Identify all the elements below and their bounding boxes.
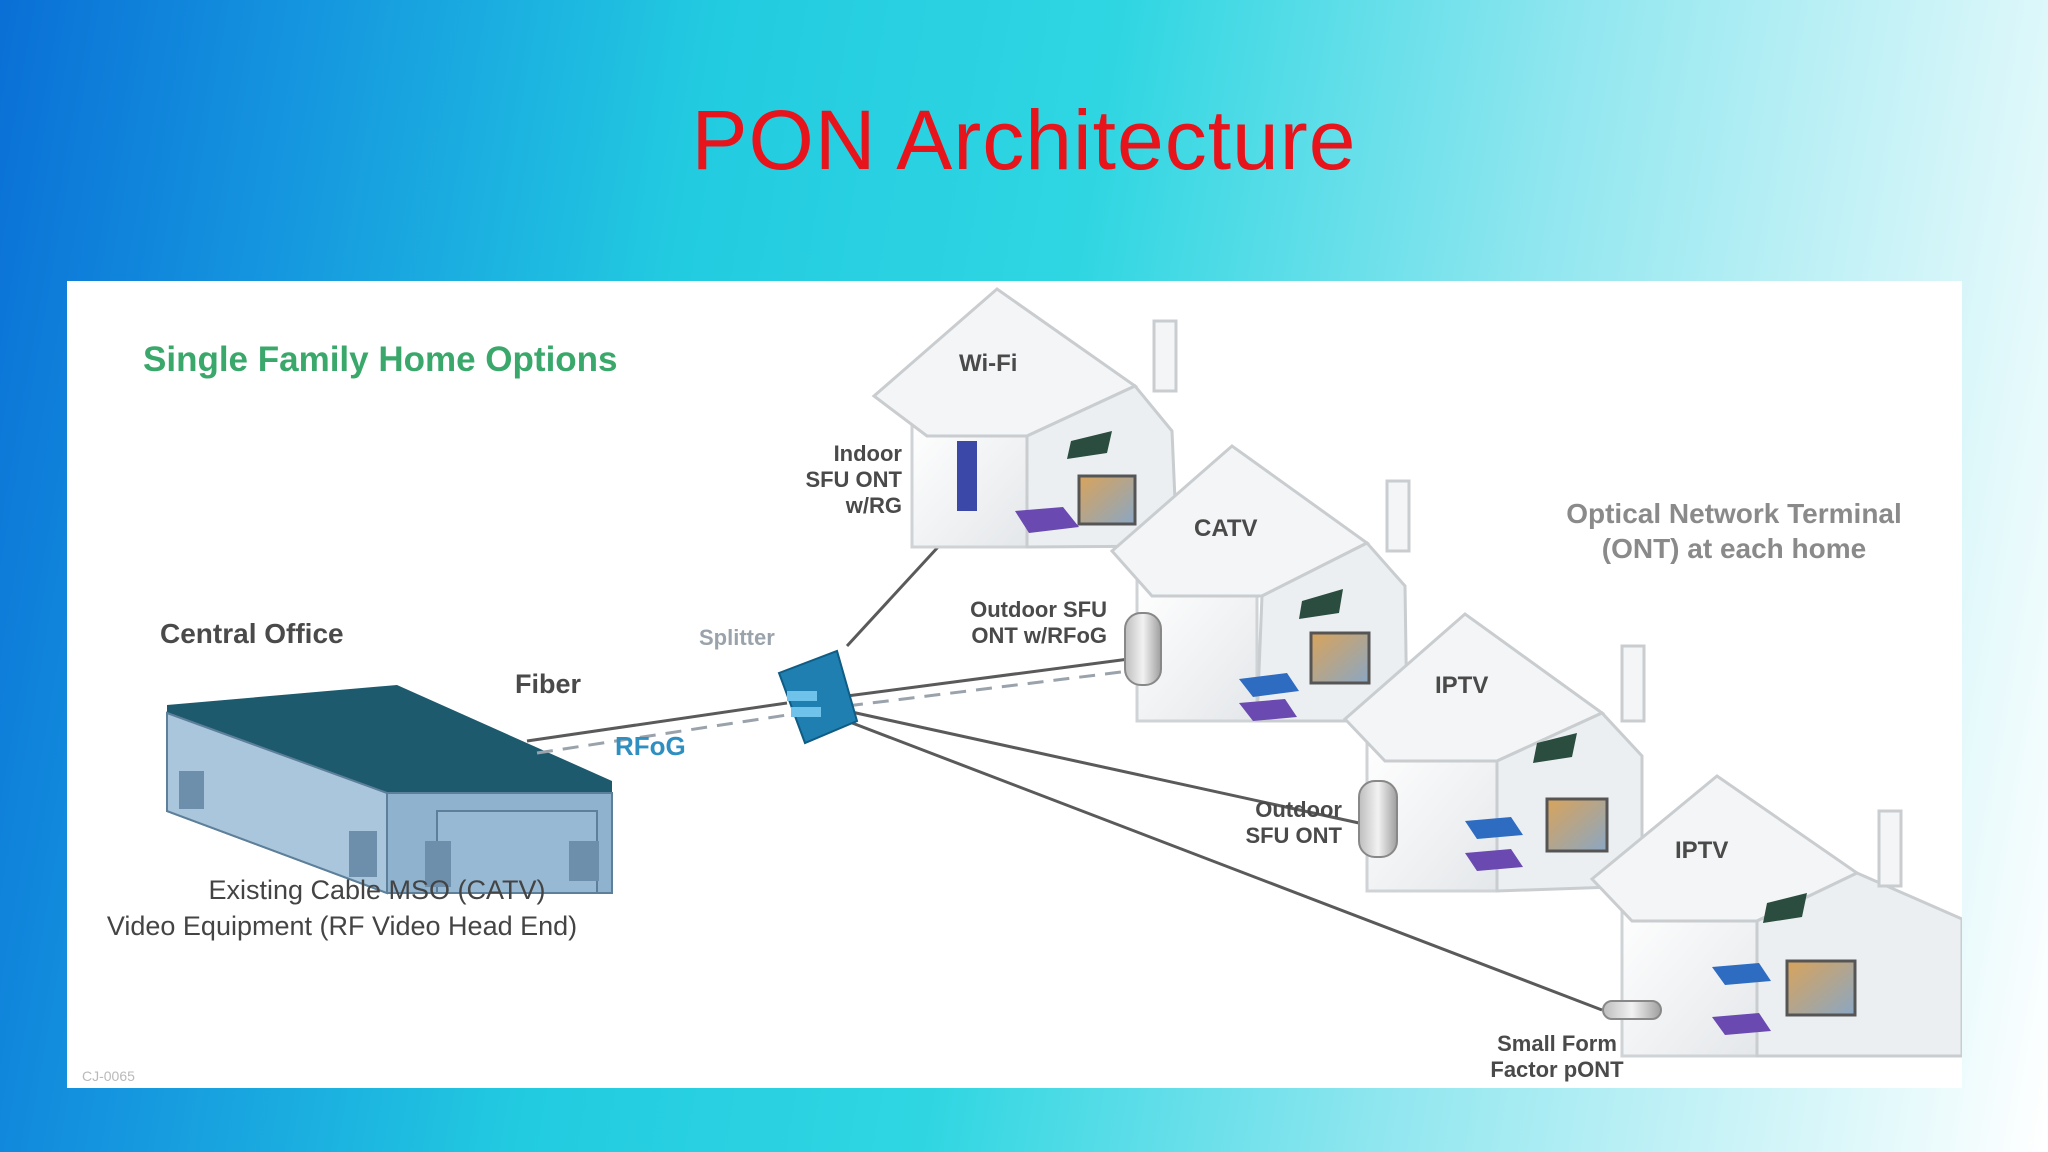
pon-diagram-panel: Single Family Home Options Central Offic…	[67, 281, 1962, 1088]
small-form-factor-ont	[1602, 1000, 1662, 1020]
co-caption-line2: Video Equipment (RF Video Head End)	[107, 911, 577, 941]
house-wifi	[871, 287, 1179, 549]
house-iptv-1	[1342, 612, 1646, 893]
house-iptv-1-label: IPTV	[1435, 672, 1488, 699]
outdoor-rfog-ont	[1124, 612, 1162, 686]
house-wifi-label: Wi-Fi	[959, 350, 1017, 377]
small-ont-line2: Factor pONT	[1490, 1057, 1624, 1082]
outdoor-ont	[1358, 780, 1398, 858]
rfog-label: RFoG	[615, 731, 686, 761]
central-office-label: Central Office	[160, 618, 344, 649]
co-caption-line1: Existing Cable MSO (CATV)	[208, 875, 545, 905]
house-catv	[1109, 444, 1411, 723]
ont-note-line2: (ONT) at each home	[1602, 533, 1866, 564]
outdoor-ont-line2: SFU ONT	[1245, 823, 1342, 848]
pon-diagram: Single Family Home Options Central Offic…	[82, 287, 1962, 1084]
house-iptv-2	[1589, 774, 1962, 1058]
splitter-device	[777, 649, 859, 745]
diagram-heading: Single Family Home Options	[143, 340, 618, 379]
slide-title: PON Architecture	[691, 93, 1357, 187]
outdoor-rfog-line1: Outdoor SFU	[970, 597, 1107, 622]
splitter-label: Splitter	[699, 625, 775, 650]
central-office-building	[166, 685, 613, 895]
house-iptv-2-label: IPTV	[1675, 837, 1728, 864]
outdoor-rfog-line2: ONT w/RFoG	[971, 623, 1107, 648]
indoor-ont-line1: Indoor	[834, 441, 903, 466]
fiber-label: Fiber	[515, 669, 582, 699]
outdoor-ont-line1: Outdoor	[1255, 797, 1342, 822]
indoor-ont-line3: w/RG	[845, 493, 902, 518]
small-ont-line1: Small Form	[1497, 1031, 1617, 1056]
house-catv-label: CATV	[1194, 515, 1258, 542]
fiber-lines	[526, 532, 1603, 1012]
ont-note-line1: Optical Network Terminal	[1566, 498, 1902, 529]
figure-id: CJ-0065	[82, 1068, 135, 1084]
rfog-dashed-lines	[536, 669, 1130, 755]
indoor-ont-line2: SFU ONT	[805, 467, 902, 492]
